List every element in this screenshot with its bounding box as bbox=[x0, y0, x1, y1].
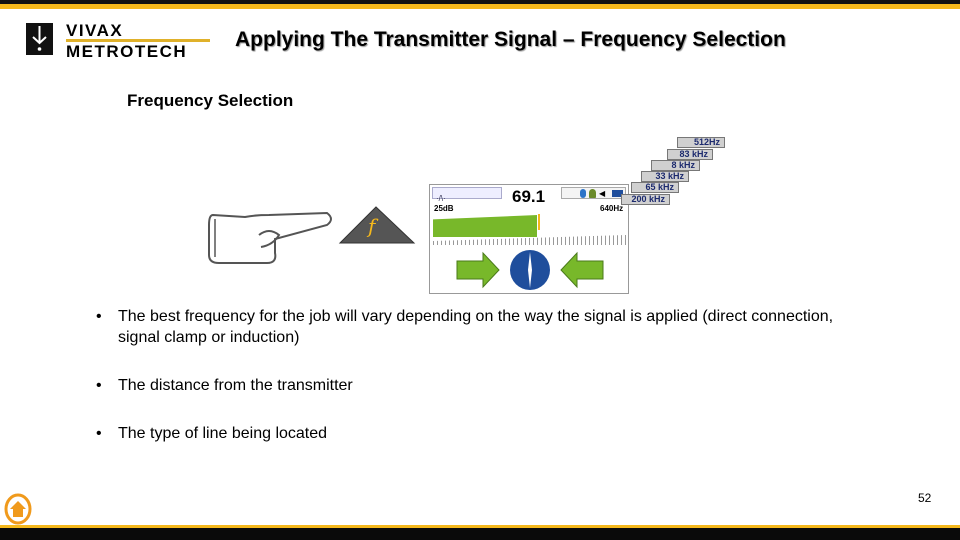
bullet-item: The best frequency for the job will vary… bbox=[96, 306, 856, 348]
function-key-label: f bbox=[368, 214, 376, 238]
logo-divider bbox=[66, 39, 210, 42]
page-number: 52 bbox=[918, 491, 932, 505]
slide-subtitle: Frequency Selection bbox=[127, 91, 294, 110]
function-key-button[interactable]: f bbox=[338, 205, 416, 245]
home-icon[interactable] bbox=[3, 493, 33, 525]
status-icons: ◀ bbox=[561, 187, 626, 199]
frequency-option-512hz[interactable]: 512Hz bbox=[677, 137, 725, 148]
top-bar bbox=[0, 0, 960, 4]
frequency-option-8khz[interactable]: 8 kHz bbox=[651, 160, 700, 171]
frequency-label: 640Hz bbox=[600, 204, 624, 213]
frequency-option-200khz[interactable]: 200 kHz bbox=[621, 194, 670, 205]
battery-icon bbox=[612, 190, 623, 197]
frequency-option-33khz[interactable]: 33 kHz bbox=[641, 171, 689, 182]
bluetooth-icon bbox=[580, 189, 586, 198]
signal-mode-icon: ·/\· bbox=[432, 187, 502, 203]
speaker-icon: ◀ bbox=[599, 189, 606, 198]
scale-ticks bbox=[433, 235, 626, 245]
frequency-option-83khz[interactable]: 83 kHz bbox=[667, 149, 713, 160]
logo-icon bbox=[26, 23, 53, 55]
guidance-arrows bbox=[456, 250, 604, 290]
locator-screen: ·/\· 69.1 ◀ 25dB 640Hz bbox=[429, 184, 629, 294]
bullet-item: The distance from the transmitter bbox=[96, 375, 856, 396]
logo-text-metrotech: METROTECH bbox=[66, 42, 188, 61]
slide-title: Applying The Transmitter Signal – Freque… bbox=[235, 28, 786, 51]
logo-text-vivax: VIVAX bbox=[66, 21, 124, 40]
frequency-option-65khz[interactable]: 65 kHz bbox=[631, 182, 679, 193]
bottom-bar bbox=[0, 528, 960, 540]
bullet-list: The best frequency for the job will vary… bbox=[96, 306, 856, 444]
pointing-hand-icon bbox=[208, 211, 332, 264]
signal-bar bbox=[433, 215, 538, 237]
gps-icon bbox=[589, 189, 596, 198]
bottom-accent-bar bbox=[0, 525, 960, 528]
gain-label: 25dB bbox=[434, 204, 454, 213]
signal-reading: 69.1 bbox=[512, 187, 546, 206]
top-accent-bar bbox=[0, 4, 960, 9]
bullet-item: The type of line being located bbox=[96, 423, 856, 444]
peak-marker bbox=[538, 214, 541, 230]
